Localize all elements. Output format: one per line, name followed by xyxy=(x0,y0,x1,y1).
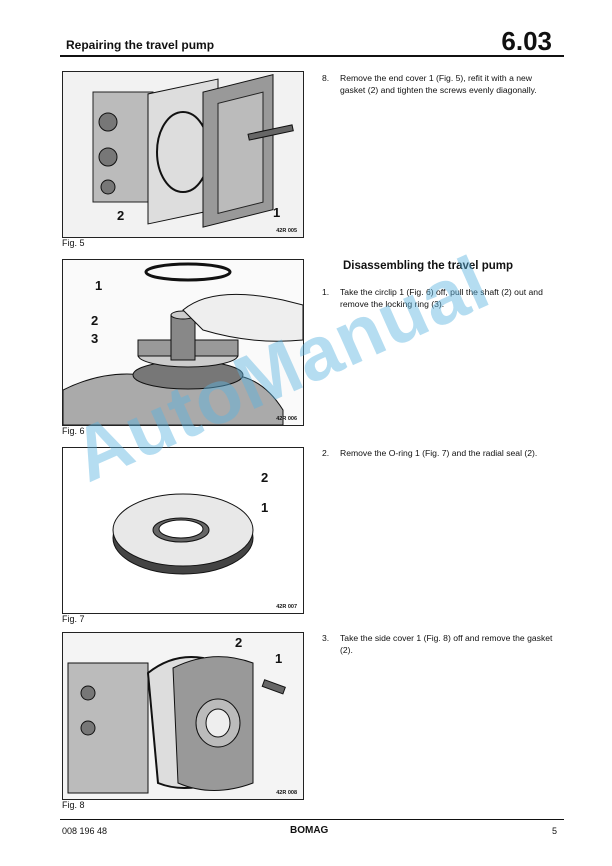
section-heading: Disassembling the travel pump xyxy=(343,260,513,272)
section-number: 6.03 xyxy=(501,26,552,56)
step-text: Remove the O-ring 1 (Fig. 7) and the rad… xyxy=(340,448,538,458)
step-3: 3. Take the side cover 1 (Fig. 8) off an… xyxy=(322,632,554,656)
callout-side-cover: 1 xyxy=(275,651,283,666)
footer-divider xyxy=(60,819,564,820)
figure-5-illustration: 2 1 42R 005 xyxy=(62,71,304,238)
step-number: 8. xyxy=(322,73,330,83)
figure-8-illustration: 2 1 42R 008 xyxy=(62,632,304,800)
callout-end-cover: 1 xyxy=(273,205,281,220)
page-number: 5 xyxy=(551,826,557,836)
figure-code: 42R 006 xyxy=(276,416,297,422)
figure-7-caption: Fig. 7 xyxy=(62,614,85,624)
figure-code: 42R 007 xyxy=(276,604,297,610)
step-number: 3. xyxy=(322,633,330,643)
figure-6-illustration: 1 2 3 42R 006 xyxy=(62,259,304,426)
callout-locking-ring: 3 xyxy=(91,331,99,346)
step-number: 1. xyxy=(322,287,330,297)
callout-o-ring: 1 xyxy=(261,500,269,515)
callout-shaft: 2 xyxy=(91,313,99,328)
page-title: Repairing the travel pump xyxy=(66,38,215,52)
callout-gasket: 2 xyxy=(235,635,243,650)
step-number: 2. xyxy=(322,448,330,458)
step-text: Remove the end cover 1 (Fig. 5), refit i… xyxy=(340,73,537,95)
step-text: Take the side cover 1 (Fig. 8) off and r… xyxy=(340,633,553,655)
brand-name: BOMAG xyxy=(290,825,329,836)
callout-gasket: 2 xyxy=(117,208,125,223)
figure-6-caption: Fig. 6 xyxy=(62,426,85,436)
callout-radial-seal: 2 xyxy=(261,470,269,485)
header-divider xyxy=(60,55,564,57)
callout-circlip: 1 xyxy=(95,278,103,293)
figure-code: 42R 008 xyxy=(276,790,297,796)
figure-5-caption: Fig. 5 xyxy=(62,238,85,248)
step-8: 8. Remove the end cover 1 (Fig. 5), refi… xyxy=(322,72,554,96)
figure-8-caption: Fig. 8 xyxy=(62,800,85,810)
figure-7-illustration: 2 1 42R 007 xyxy=(62,447,304,614)
document-number: 008 196 48 xyxy=(62,826,108,836)
step-1: 1. Take the circlip 1 (Fig. 6) off, pull… xyxy=(322,286,554,310)
figure-code: 42R 005 xyxy=(276,228,297,234)
step-2: 2. Remove the O-ring 1 (Fig. 7) and the … xyxy=(322,447,554,459)
step-text: Take the circlip 1 (Fig. 6) off, pull th… xyxy=(340,287,543,309)
